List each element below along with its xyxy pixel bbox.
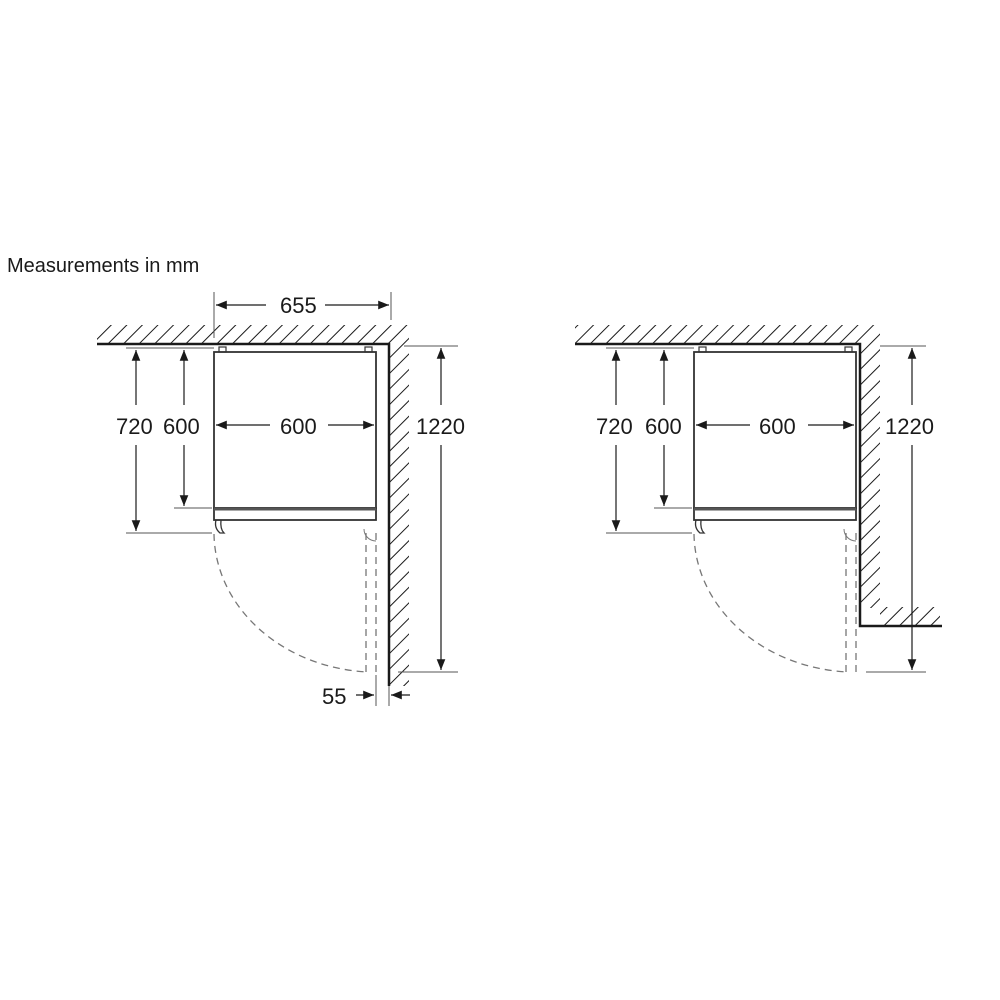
dim-door-open-depth: 1220 <box>885 414 934 439</box>
measurements-caption: Measurements in mm <box>7 255 200 277</box>
wall-top-hatch <box>97 325 409 686</box>
left-diagram: 655 720 600 600 1220 55 <box>97 292 465 709</box>
door-swing-path <box>693 533 857 673</box>
right-diagram: 720 600 600 1220 <box>575 325 942 673</box>
dim-depth-body: 600 <box>645 414 682 439</box>
dim-width: 600 <box>759 414 796 439</box>
dim-door-open-depth: 1220 <box>416 414 465 439</box>
door-swing-path <box>213 533 377 673</box>
appliance-body <box>213 346 377 542</box>
dim-depth-with-door: 720 <box>596 414 633 439</box>
appliance-body <box>693 346 857 542</box>
dim-depth-with-door: 720 <box>116 414 153 439</box>
dim-depth-body: 600 <box>163 414 200 439</box>
wall-niche-hatch <box>575 325 942 628</box>
dim-top-width: 655 <box>280 293 317 318</box>
dim-width: 600 <box>280 414 317 439</box>
dim-side-clearance: 55 <box>322 684 346 709</box>
